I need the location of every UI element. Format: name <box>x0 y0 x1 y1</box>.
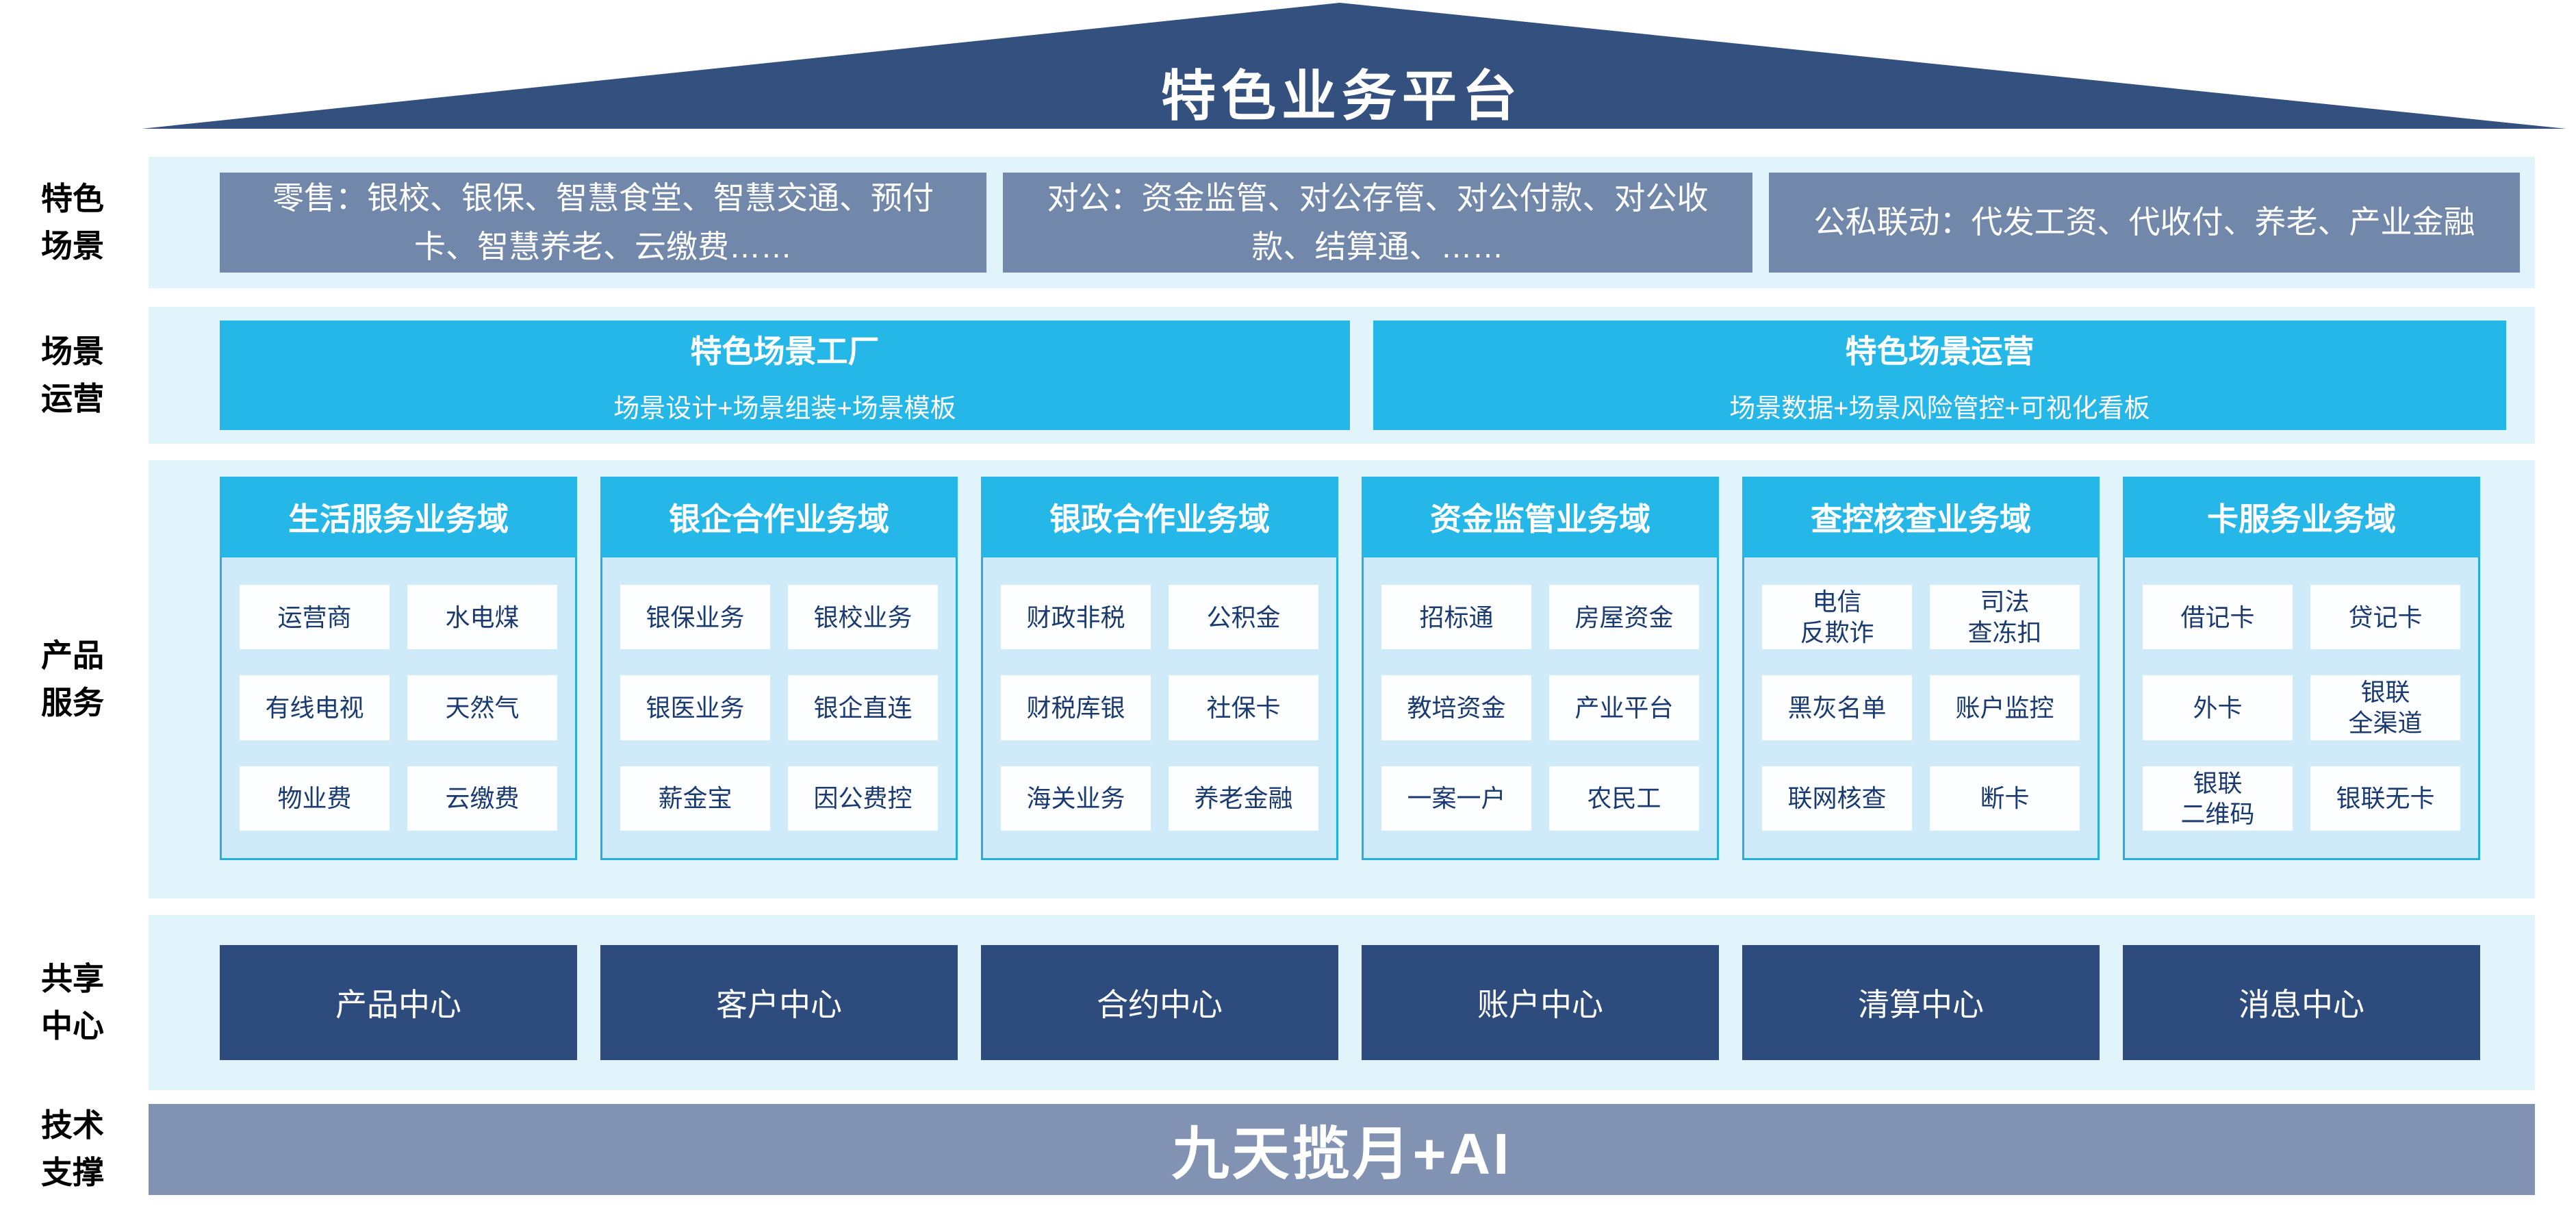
domain-body: 运营商 水电煤 有线电视 天然气 物业费 云缴费 <box>220 557 577 860</box>
domain-body: 招标通 房屋资金 教培资金 产业平台 一案一户 农民工 <box>1362 557 1719 860</box>
platform-title: 特色业务平台 <box>1161 66 1522 127</box>
domain-item: 外卡 <box>2143 675 2293 740</box>
domain-header: 卡服务业务域 <box>2123 477 2480 557</box>
domain-item: 运营商 <box>240 585 390 650</box>
domain-item: 断卡 <box>1930 766 2080 831</box>
domain-item: 薪金宝 <box>620 766 770 831</box>
domain-item: 银校业务 <box>788 585 938 650</box>
domain-item: 银联无卡 <box>2310 766 2460 831</box>
domain-item: 产业平台 <box>1549 675 1699 740</box>
domain-item: 房屋资金 <box>1549 585 1699 650</box>
domain-item: 社保卡 <box>1169 675 1318 740</box>
row-label-operations: 场景 运营 <box>41 334 104 416</box>
row-label-products: 产品 服务 <box>41 638 104 720</box>
domain-item: 银医业务 <box>620 675 770 740</box>
domain-header: 资金监管业务域 <box>1362 477 1719 557</box>
center-box-customer: 客户中心 <box>600 945 958 1060</box>
center-box-product: 产品中心 <box>220 945 577 1060</box>
domain-item: 公积金 <box>1169 585 1318 650</box>
domain-item: 司法 查冻扣 <box>1930 585 2080 650</box>
band-scenes: 零售：银校、银保、智慧食堂、智慧交通、预付卡、智慧养老、云缴费…… 对公：资金监… <box>149 157 2535 288</box>
domain-fund-supervision: 资金监管业务域 招标通 房屋资金 教培资金 产业平台 一案一户 农民工 <box>1362 477 1719 860</box>
ops-box-subtitle: 场景设计+场景组装+场景模板 <box>613 394 956 423</box>
tech-support-bar: 九天揽月+AI <box>149 1104 2535 1195</box>
domain-card-services: 卡服务业务域 借记卡 贷记卡 外卡 银联 全渠道 银联 二维码 银联无卡 <box>2123 477 2480 860</box>
scene-box-retail: 零售：银校、银保、智慧食堂、智慧交通、预付卡、智慧养老、云缴费…… <box>220 173 986 273</box>
domain-item: 银企直连 <box>788 675 938 740</box>
domain-item: 财税库银 <box>1001 675 1151 740</box>
domain-item: 农民工 <box>1549 766 1699 831</box>
row-label-shared: 共享 中心 <box>41 961 104 1044</box>
band-operations: 特色场景工厂 场景设计+场景组装+场景模板 特色场景运营 场景数据+场景风险管控… <box>149 307 2535 444</box>
domain-life-services: 生活服务业务域 运营商 水电煤 有线电视 天然气 物业费 云缴费 <box>220 477 577 860</box>
center-box-contract: 合约中心 <box>981 945 1338 1060</box>
ops-box-title: 特色场景运营 <box>1845 333 2035 369</box>
band-products: 生活服务业务域 运营商 水电煤 有线电视 天然气 物业费 云缴费 银企合作业务域… <box>149 460 2535 898</box>
domain-item: 招标通 <box>1381 585 1531 650</box>
band-shared-centers: 产品中心 客户中心 合约中心 账户中心 清算中心 消息中心 <box>149 915 2535 1090</box>
domain-inquiry-control: 查控核查业务域 电信 反欺诈 司法 查冻扣 黑灰名单 账户监控 联网核查 断卡 <box>1742 477 2100 860</box>
domain-body: 财政非税 公积金 财税库银 社保卡 海关业务 养老金融 <box>981 557 1338 860</box>
domain-body: 银保业务 银校业务 银医业务 银企直连 薪金宝 因公费控 <box>600 557 958 860</box>
domain-header: 银政合作业务域 <box>981 477 1338 557</box>
domain-item: 一案一户 <box>1381 766 1531 831</box>
scene-box-corporate: 对公：资金监管、对公存管、对公付款、对公收款、结算通、…… <box>1003 173 1752 273</box>
domain-item: 银联 全渠道 <box>2310 675 2460 740</box>
domain-item: 云缴费 <box>407 766 557 831</box>
center-box-clearing: 清算中心 <box>1742 945 2100 1060</box>
center-box-account: 账户中心 <box>1362 945 1719 1060</box>
domain-item: 贷记卡 <box>2310 585 2460 650</box>
scene-box-public-private: 公私联动：代发工资、代收付、养老、产业金融 <box>1769 173 2520 273</box>
domain-item: 联网核查 <box>1762 766 1912 831</box>
domain-item: 天然气 <box>407 675 557 740</box>
ops-box-scene-factory: 特色场景工厂 场景设计+场景组装+场景模板 <box>220 320 1350 430</box>
row-label-tech: 技术 支撑 <box>41 1107 104 1190</box>
domain-header: 银企合作业务域 <box>600 477 958 557</box>
domain-item: 电信 反欺诈 <box>1762 585 1912 650</box>
domain-item: 银保业务 <box>620 585 770 650</box>
ops-box-title: 特色场景工厂 <box>690 333 880 369</box>
domain-item: 借记卡 <box>2143 585 2293 650</box>
ops-box-scene-operation: 特色场景运营 场景数据+场景风险管控+可视化看板 <box>1373 320 2506 430</box>
domain-body: 电信 反欺诈 司法 查冻扣 黑灰名单 账户监控 联网核查 断卡 <box>1742 557 2100 860</box>
domain-item: 账户监控 <box>1930 675 2080 740</box>
domain-body: 借记卡 贷记卡 外卡 银联 全渠道 银联 二维码 银联无卡 <box>2123 557 2480 860</box>
platform-roof-shape <box>142 3 2566 129</box>
domain-item: 海关业务 <box>1001 766 1151 831</box>
domain-item: 银联 二维码 <box>2143 766 2293 831</box>
ops-box-subtitle: 场景数据+场景风险管控+可视化看板 <box>1729 394 2150 423</box>
domain-item: 物业费 <box>240 766 390 831</box>
domain-header: 查控核查业务域 <box>1742 477 2100 557</box>
row-label-scenes: 特色 场景 <box>41 181 104 264</box>
domain-item: 养老金融 <box>1169 766 1318 831</box>
domain-bank-government: 银政合作业务域 财政非税 公积金 财税库银 社保卡 海关业务 养老金融 <box>981 477 1338 860</box>
domain-item: 水电煤 <box>407 585 557 650</box>
domain-item: 教培资金 <box>1381 675 1531 740</box>
domain-item: 因公费控 <box>788 766 938 831</box>
center-box-message: 消息中心 <box>2123 945 2480 1060</box>
domain-item: 黑灰名单 <box>1762 675 1912 740</box>
domain-item: 有线电视 <box>240 675 390 740</box>
domain-bank-enterprise: 银企合作业务域 银保业务 银校业务 银医业务 银企直连 薪金宝 因公费控 <box>600 477 958 860</box>
domain-item: 财政非税 <box>1001 585 1151 650</box>
domain-header: 生活服务业务域 <box>220 477 577 557</box>
